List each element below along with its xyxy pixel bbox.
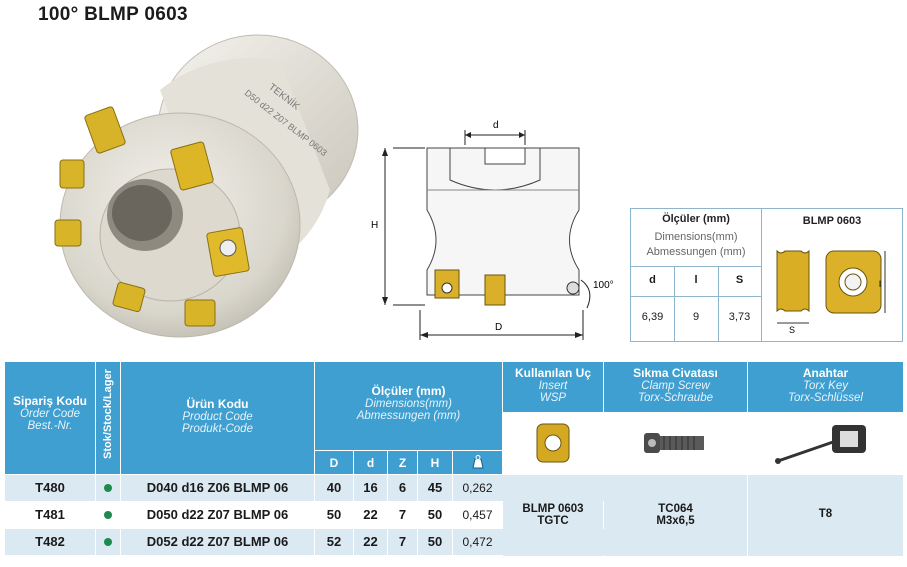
- dim-H: 50: [427, 534, 443, 549]
- dims-title-en: Dimensions(mm): [654, 231, 738, 243]
- header-product-code: Ürün Kodu Product Code Produkt-Code: [121, 362, 314, 474]
- product-code: D050 d22 Z07 BLMP 06: [146, 507, 289, 522]
- stock-dot: [104, 511, 112, 519]
- order-code: T482: [35, 534, 65, 549]
- dim-Z: 7: [398, 534, 407, 549]
- header-col-d: d: [354, 451, 387, 474]
- order-code: T481: [35, 507, 65, 522]
- page-title: 100° BLMP 0603: [38, 4, 188, 25]
- screw-image-cell: [604, 413, 747, 474]
- insert-value-cell: BLMP 0603 TGTC: [503, 475, 603, 556]
- dims-title-tr: Ölçüler (mm): [662, 213, 730, 225]
- header-col-Z: Z: [388, 451, 417, 474]
- product-code: D040 d16 Z06 BLMP 06: [146, 480, 289, 495]
- dims-value-d: 6,39: [641, 311, 664, 323]
- header-insert: Kullanılan Uç Insert WSP: [503, 362, 603, 412]
- insert-icon: [536, 423, 570, 463]
- dim-label-H: H: [371, 220, 378, 231]
- dims-header-s: S: [735, 274, 744, 286]
- insert-drawing: l S: [776, 249, 886, 335]
- header-col-H: H: [418, 451, 452, 474]
- key-value-cell: T8: [748, 475, 903, 556]
- technical-drawing: d H D 100°: [371, 120, 614, 340]
- dim-label-d: d: [493, 120, 499, 131]
- screw-value-1: TC064: [658, 503, 693, 515]
- dims-header-d: d: [649, 274, 656, 286]
- dim-H: 45: [427, 480, 443, 495]
- product-code: D052 d22 Z07 BLMP 06: [146, 534, 289, 549]
- milling-cutter-photo: TEKNİK D50 d22 Z07 BLMP 0603: [54, 34, 359, 338]
- dims-header-l: l: [694, 274, 698, 286]
- insert-label-s: S: [789, 325, 795, 335]
- order-code: T480: [35, 480, 65, 495]
- dim-d: 22: [363, 507, 378, 522]
- header-stock: Stok/Stock/Lager: [96, 362, 120, 474]
- insert-dimensions-box: Ölçüler (mm) Dimensions(mm) Abmessungen …: [630, 208, 903, 342]
- header-screw: Sıkma Civatası Clamp Screw Torx-Schraube: [604, 362, 747, 412]
- insert-label-l: l: [879, 279, 881, 289]
- weight-icon: [471, 455, 484, 469]
- key-image-cell: [748, 413, 903, 474]
- product-table: Sipariş Kodu Order Code Best.-Nr. Stok/S…: [5, 362, 903, 562]
- torx-key-icon: [775, 425, 866, 464]
- dims-title-de: Abmessungen (mm): [646, 246, 746, 258]
- weight: 0,457: [462, 508, 493, 522]
- screw-icon: [644, 433, 704, 453]
- dim-Z: 7: [398, 507, 407, 522]
- dim-H: 50: [427, 507, 443, 522]
- dim-D: 40: [326, 480, 342, 495]
- header-key: Anahtar Torx Key Torx-Schlüssel: [748, 362, 903, 412]
- insert-value-1: BLMP 0603: [522, 503, 584, 515]
- dim-d: 22: [363, 534, 378, 549]
- header-col-D: D: [315, 451, 353, 474]
- key-value: T8: [818, 508, 833, 520]
- screw-value-cell: TC064 M3x6,5: [604, 475, 747, 556]
- dims-value-l: 9: [692, 311, 700, 323]
- dims-value-s: 3,73: [728, 311, 751, 323]
- dim-Z: 6: [398, 480, 407, 495]
- dim-D: 50: [326, 507, 342, 522]
- screw-value-2: M3x6,5: [656, 515, 695, 527]
- angle-label: 100°: [593, 280, 614, 291]
- weight: 0,262: [462, 481, 493, 495]
- stock-dot: [104, 538, 112, 546]
- header-order-code: Sipariş Kodu Order Code Best.-Nr.: [5, 362, 95, 474]
- dim-D: 52: [326, 534, 342, 549]
- dim-label-D: D: [495, 322, 502, 333]
- header-col-weight: [453, 451, 502, 474]
- weight: 0,472: [462, 535, 493, 549]
- insert-image-cell: [503, 413, 603, 474]
- header-dimensions: Ölçüler (mm) Dimensions(mm) Abmessungen …: [315, 362, 502, 450]
- insert-value-2: TGTC: [537, 515, 569, 527]
- insert-title: BLMP 0603: [802, 215, 862, 227]
- dim-d: 16: [363, 480, 378, 495]
- stock-dot: [104, 484, 112, 492]
